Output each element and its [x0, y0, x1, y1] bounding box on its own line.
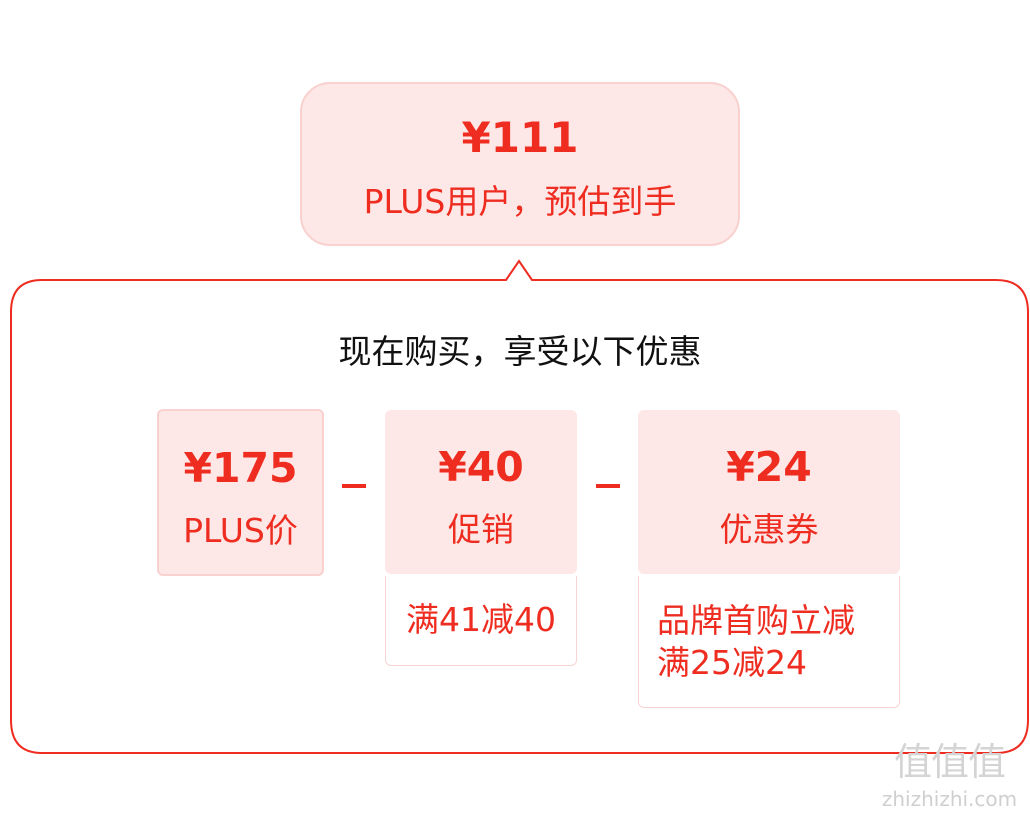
- minus-sign: [342, 484, 366, 488]
- promotion-box: ¥40 促销: [385, 410, 577, 574]
- plus-price-label: PLUS价: [183, 511, 298, 550]
- estimate-price: ¥111: [461, 113, 579, 162]
- watermark-text: zhizhizhi.com: [881, 787, 1018, 811]
- promotion-amount: ¥40: [438, 443, 524, 491]
- coupon-detail: 品牌首购立减 满25减24: [638, 576, 900, 708]
- watermark-logo: 值值值: [893, 740, 1006, 784]
- panel-title: 现在购买，享受以下优惠: [338, 332, 702, 371]
- minus-sign: [596, 484, 620, 488]
- promotion-label: 促销: [448, 510, 514, 549]
- coupon-box: ¥24 优惠券: [638, 410, 900, 574]
- plus-price-amount: ¥175: [183, 444, 298, 492]
- estimate-price-bubble: ¥111 PLUS用户，预估到手: [300, 82, 740, 246]
- promotion-detail: 满41减40: [385, 576, 577, 666]
- coupon-detail-line: 满25减24: [657, 643, 807, 682]
- coupon-amount: ¥24: [726, 443, 812, 491]
- estimate-label: PLUS用户，预估到手: [363, 182, 677, 221]
- plus-price-box: ¥175 PLUS价: [157, 409, 324, 576]
- coupon-label: 优惠券: [719, 510, 819, 549]
- coupon-detail-line: 品牌首购立减: [657, 601, 855, 640]
- watermark: 值值值 zhizhizhi.com: [877, 738, 1022, 818]
- promotion-detail-line: 满41减40: [406, 600, 556, 639]
